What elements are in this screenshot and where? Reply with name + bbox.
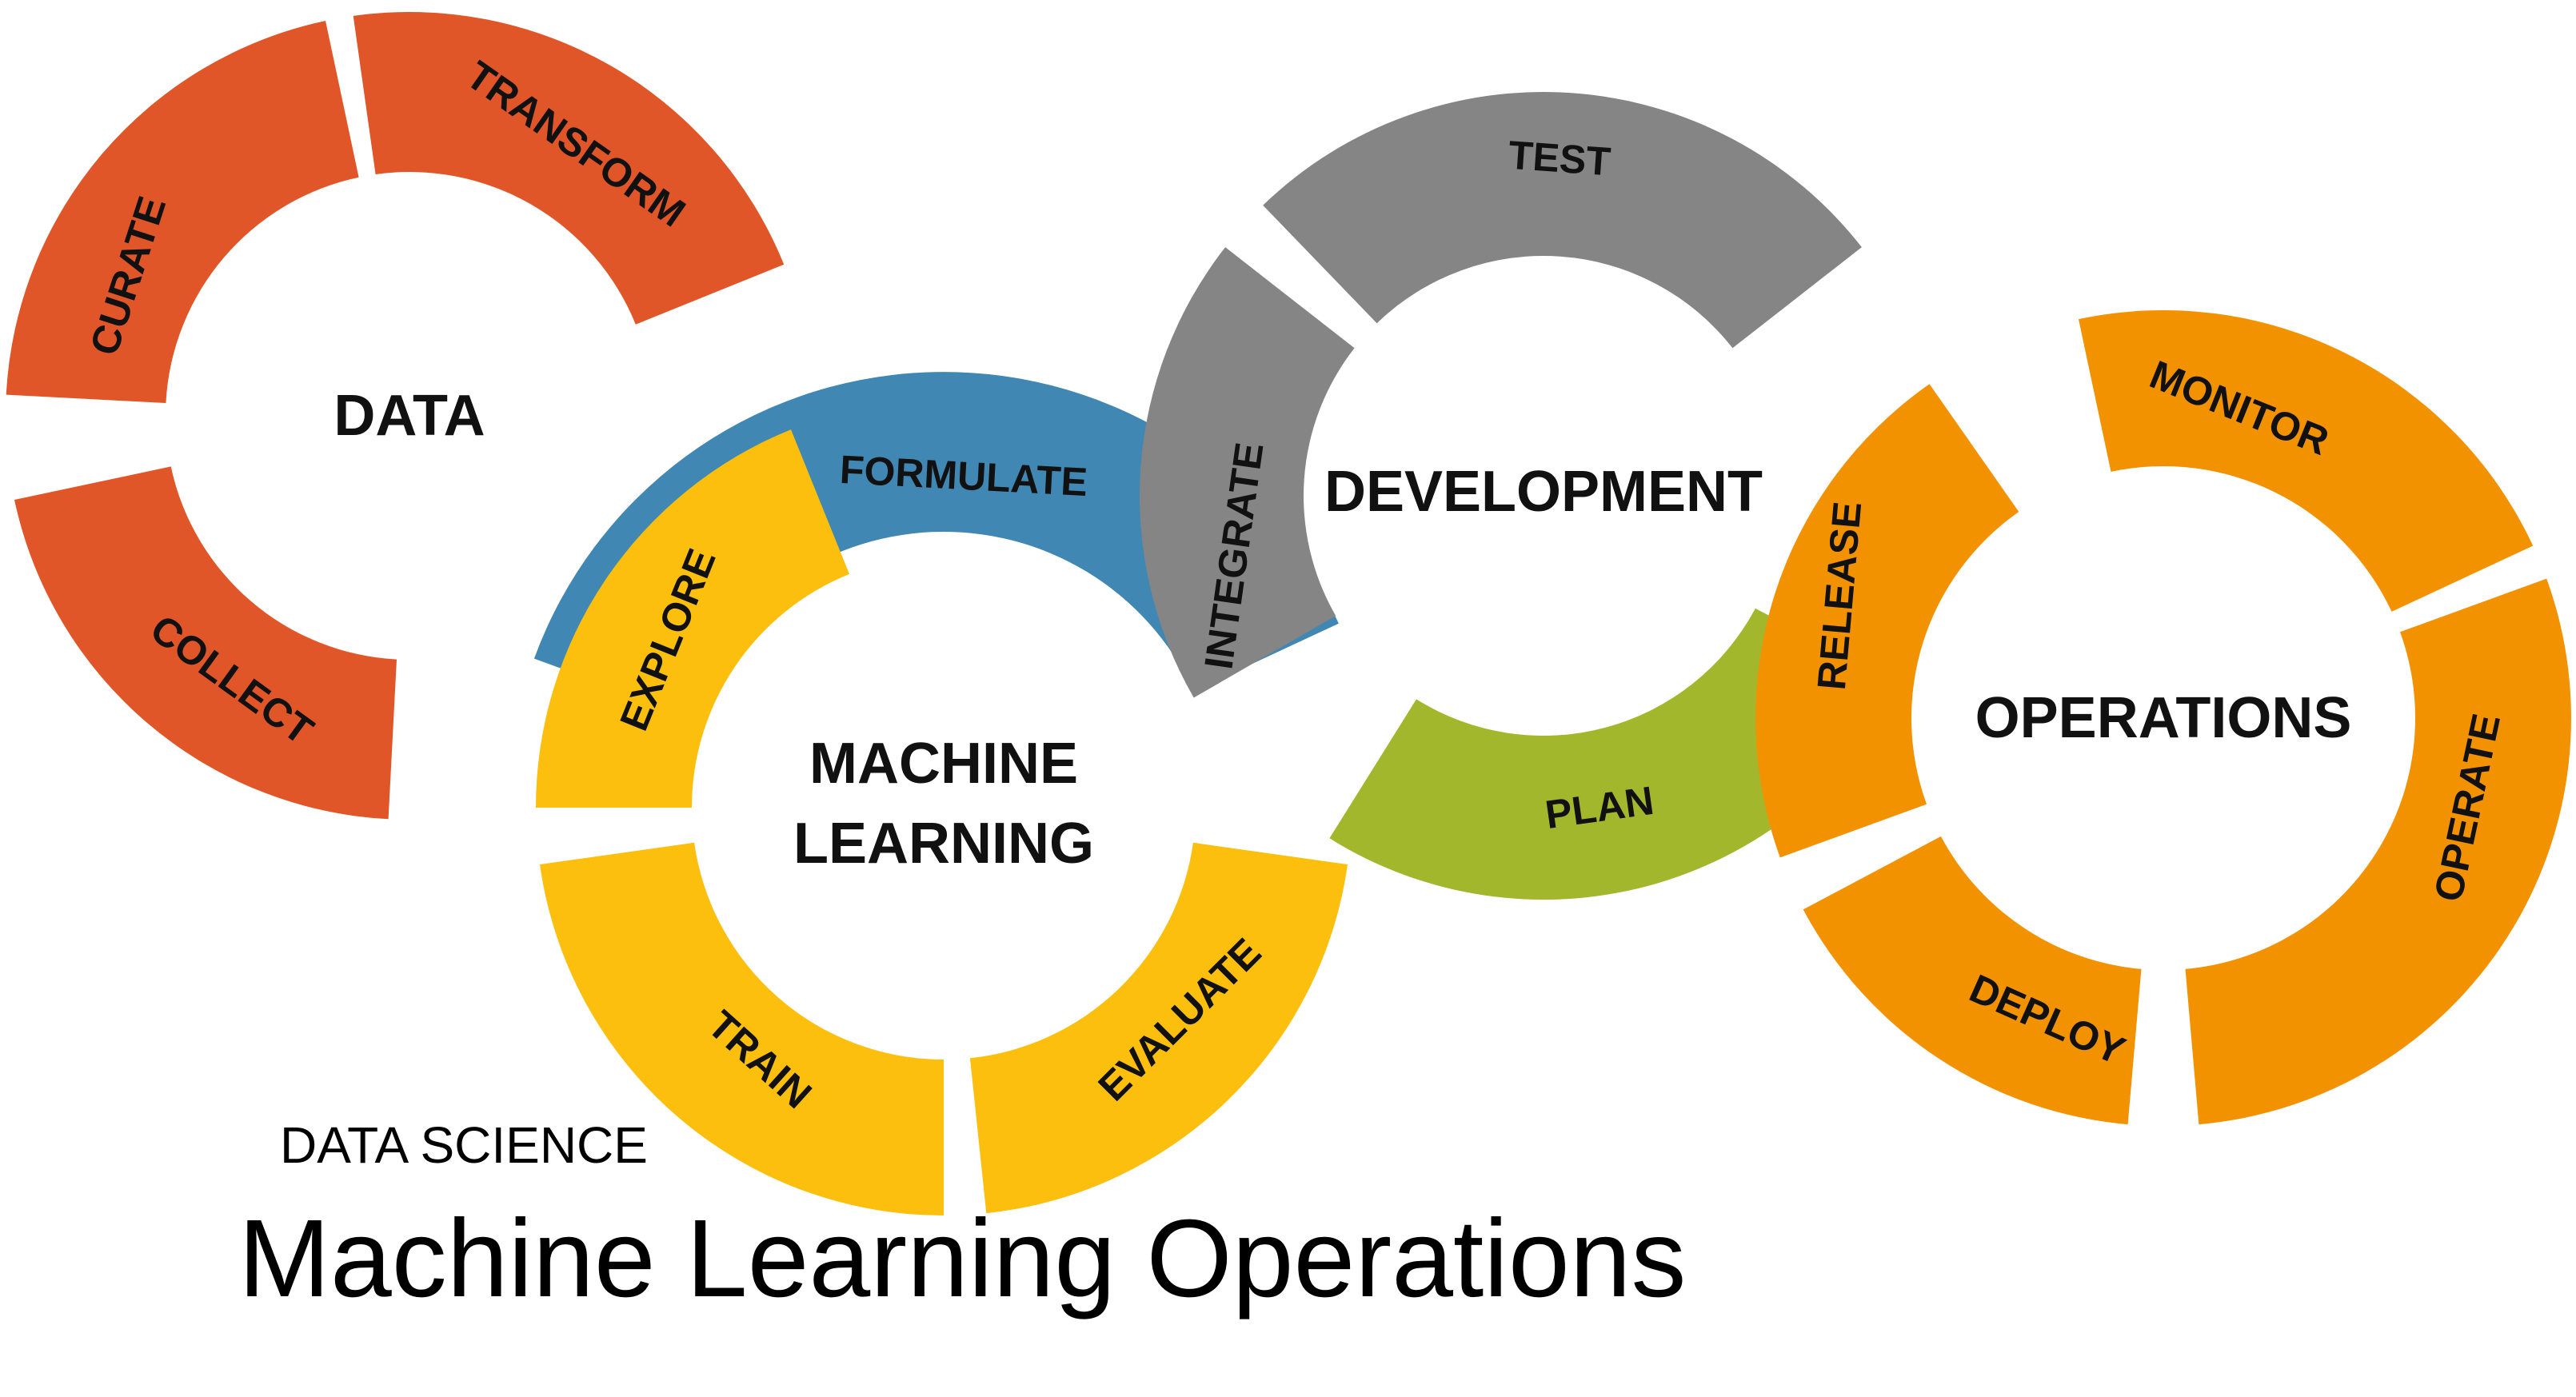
center-labels: DATA MACHINE LEARNING DEVELOPMENT OPERAT… (333, 384, 2351, 876)
segment-curate (6, 21, 359, 403)
segment-operate (2185, 578, 2571, 1125)
center-machine: MACHINE (809, 732, 1078, 796)
segment-integrate (1140, 247, 1355, 698)
diagram-title: Machine Learning Operations (238, 1197, 1687, 1320)
segment-deploy (1803, 836, 2142, 1125)
segment-monitor (2079, 309, 2534, 612)
segment-transform (353, 11, 785, 325)
label-test: TEST (1507, 133, 1611, 185)
segment-collect (14, 466, 397, 820)
diagram-subtitle: DATA SCIENCE (280, 1116, 648, 1174)
center-development: DEVELOPMENT (1324, 460, 1763, 524)
segment-evaluate (969, 842, 1348, 1214)
center-operations: OPERATIONS (1975, 686, 2352, 750)
center-learning: LEARNING (793, 812, 1094, 876)
center-data: DATA (333, 384, 485, 448)
segment-test (1263, 92, 1862, 349)
cycle-segments (6, 11, 2571, 1215)
segment-release (1755, 384, 2019, 858)
segment-train (540, 842, 944, 1215)
segment-explore (536, 429, 849, 808)
